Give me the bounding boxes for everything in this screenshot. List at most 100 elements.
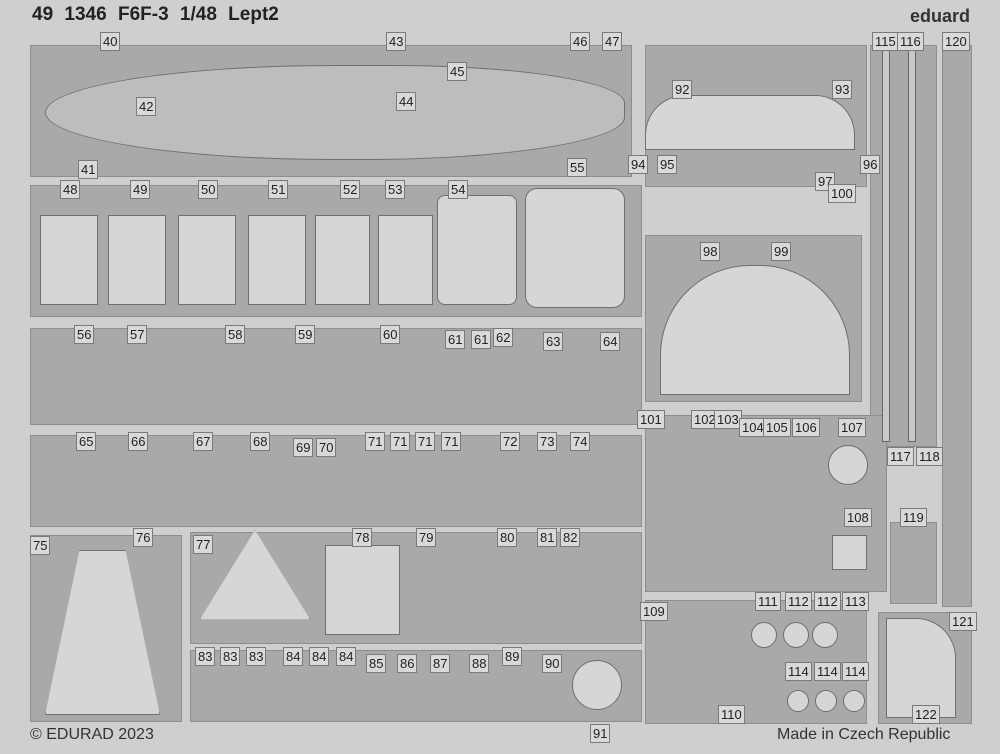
part-49 — [108, 215, 166, 305]
part-label: 84 — [309, 647, 330, 666]
part-121 — [886, 618, 956, 718]
part-78 — [325, 545, 400, 635]
rail-116 — [908, 50, 916, 442]
part-55 — [525, 188, 625, 308]
part-label: 107 — [838, 418, 866, 437]
part-label: 84 — [336, 647, 357, 666]
part-108 — [832, 535, 867, 570]
part-label: 105 — [763, 418, 791, 437]
part-label: 110 — [718, 705, 745, 724]
part-label: 52 — [340, 180, 361, 199]
part-50 — [178, 215, 236, 305]
copyright: © EDURAD 2023 — [30, 726, 154, 743]
part-label: 95 — [657, 155, 678, 174]
panel-buckles — [942, 45, 972, 607]
part-label: 71 — [365, 432, 386, 451]
part-label: 67 — [193, 432, 214, 451]
part-label: 58 — [225, 325, 246, 344]
part-label: 114 — [842, 662, 869, 681]
part-label: 71 — [441, 432, 462, 451]
part-label: 80 — [497, 528, 518, 547]
part-label: 49 — [130, 180, 151, 199]
part-label: 64 — [600, 332, 621, 351]
part-label: 100 — [828, 184, 856, 203]
part-label: 51 — [268, 180, 289, 199]
part-label: 98 — [700, 242, 721, 261]
part-label: 61 — [471, 330, 492, 349]
part-label: 68 — [250, 432, 271, 451]
part-label: 72 — [500, 432, 521, 451]
part-label: 119 — [900, 508, 927, 527]
panel-row3 — [30, 328, 642, 425]
part-label: 71 — [390, 432, 411, 451]
part-label: 46 — [570, 32, 591, 51]
part-label: 69 — [293, 438, 314, 457]
part-label: 70 — [316, 438, 337, 457]
part-label: 59 — [295, 325, 316, 344]
part-label: 65 — [76, 432, 97, 451]
part-label: 83 — [220, 647, 241, 666]
part-label: 79 — [416, 528, 437, 547]
canopy-frame — [45, 65, 625, 160]
part-label: 77 — [193, 535, 214, 554]
part-label: 83 — [195, 647, 216, 666]
part-label: 96 — [860, 155, 881, 174]
part-label: 93 — [832, 80, 853, 99]
part-label: 91 — [590, 724, 611, 743]
part-label: 102 — [691, 410, 719, 429]
part-label: 54 — [448, 180, 469, 199]
part-label: 86 — [397, 654, 418, 673]
part-label: 114 — [785, 662, 812, 681]
part-112b — [812, 622, 838, 648]
part-92-93 — [645, 95, 855, 150]
part-label: 112 — [785, 592, 812, 611]
part-label: 118 — [916, 447, 943, 466]
part-label: 82 — [560, 528, 581, 547]
part-label: 111 — [755, 592, 781, 611]
fret-title: 49 1346 F6F-3 1/48 Lept2 — [32, 4, 279, 25]
part-label: 55 — [567, 158, 588, 177]
part-label: 104 — [739, 418, 767, 437]
part-label: 101 — [637, 410, 665, 429]
part-label: 92 — [672, 80, 693, 99]
part-instrument-panel — [660, 265, 850, 395]
part-114a — [787, 690, 809, 712]
part-label: 62 — [493, 328, 514, 347]
part-52 — [315, 215, 370, 305]
part-label: 81 — [537, 528, 558, 547]
part-label: 40 — [100, 32, 121, 51]
part-51 — [248, 215, 306, 305]
panel-119 — [890, 522, 937, 604]
part-label: 43 — [386, 32, 407, 51]
part-label: 78 — [352, 528, 373, 547]
part-label: 84 — [283, 647, 304, 666]
part-label: 76 — [133, 528, 154, 547]
part-label: 53 — [385, 180, 406, 199]
part-label: 117 — [887, 447, 914, 466]
part-label: 122 — [912, 705, 940, 724]
part-label: 114 — [814, 662, 841, 681]
part-114c — [843, 690, 865, 712]
part-label: 42 — [136, 97, 157, 116]
panel-rails — [870, 45, 937, 447]
part-label: 50 — [198, 180, 219, 199]
part-label: 87 — [430, 654, 451, 673]
part-label: 56 — [74, 325, 95, 344]
part-label: 116 — [897, 32, 924, 51]
part-label: 94 — [628, 155, 649, 174]
part-label: 85 — [366, 654, 387, 673]
part-114b — [815, 690, 837, 712]
part-label: 45 — [447, 62, 468, 81]
part-112a — [783, 622, 809, 648]
part-label: 63 — [543, 332, 564, 351]
part-54 — [437, 195, 517, 305]
part-91 — [572, 660, 622, 710]
part-label: 71 — [415, 432, 436, 451]
part-label: 48 — [60, 180, 81, 199]
part-111 — [751, 622, 777, 648]
part-label: 73 — [537, 432, 558, 451]
part-48 — [40, 215, 98, 305]
rail-115 — [882, 50, 890, 442]
part-label: 41 — [78, 160, 99, 179]
